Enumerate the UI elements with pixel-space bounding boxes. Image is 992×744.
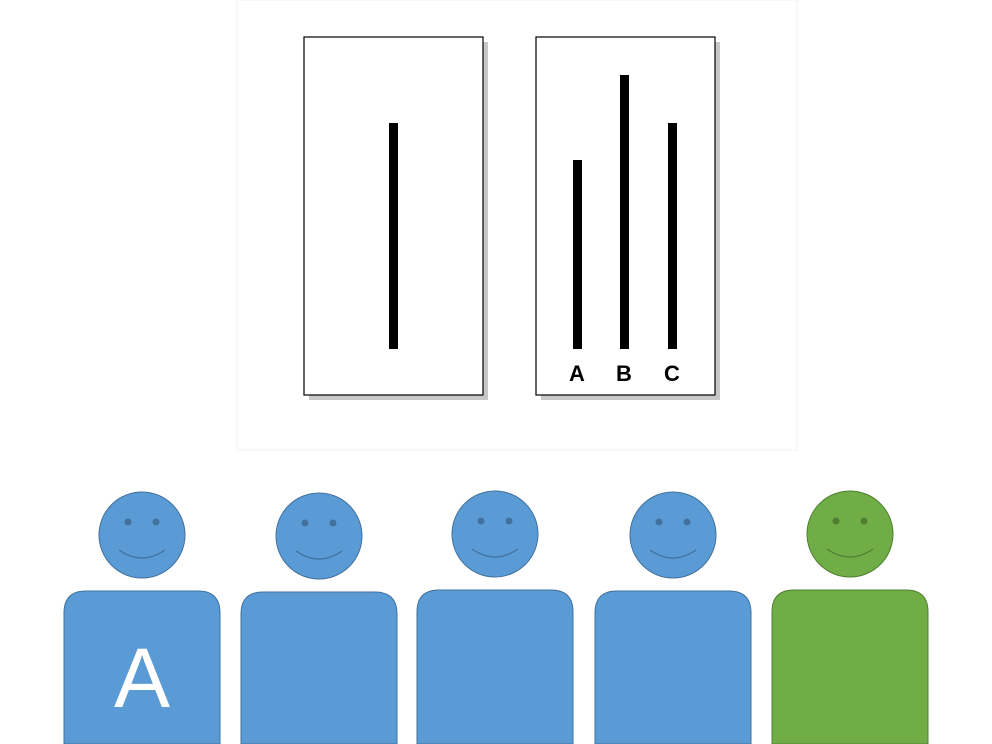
- comparison-line-a: [573, 160, 582, 349]
- comparison-label-b: B: [616, 361, 632, 386]
- person-5-smile: [826, 548, 874, 558]
- person-3-left-eye: [477, 517, 485, 525]
- person-5: [771, 490, 929, 744]
- person-2-left-eye: [301, 519, 309, 527]
- reference-card: [303, 36, 488, 400]
- comparison-label-c: C: [664, 361, 680, 386]
- person-2-right-eye: [329, 519, 337, 527]
- person-4-smile: [649, 549, 697, 559]
- person-5-left-eye: [832, 517, 840, 525]
- person-2-body: [240, 591, 398, 744]
- comparison-line-b: [620, 75, 629, 349]
- person-5-body: [771, 589, 929, 744]
- person-3-body: [416, 589, 574, 744]
- person-1-head: [98, 491, 186, 579]
- person-1-smile: [118, 549, 166, 559]
- person-1-right-eye: [152, 518, 160, 526]
- person-5-head: [806, 490, 894, 578]
- person-4-head: [629, 491, 717, 579]
- person-1: A: [63, 491, 221, 744]
- person-4-left-eye: [655, 518, 663, 526]
- person-4-right-eye: [683, 518, 691, 526]
- person-3-right-eye: [505, 517, 513, 525]
- person-2-smile: [295, 550, 343, 560]
- comparison-card: A B C: [535, 36, 720, 400]
- person-3-head: [451, 490, 539, 578]
- person-1-body: [63, 590, 221, 744]
- person-1-left-eye: [124, 518, 132, 526]
- person-4: [594, 491, 752, 744]
- person-4-body: [594, 590, 752, 744]
- person-2: [240, 492, 398, 744]
- figure-frame: [236, 0, 798, 451]
- reference-line: [389, 123, 398, 349]
- person-3-smile: [471, 548, 519, 558]
- person-5-right-eye: [860, 517, 868, 525]
- person-2-head: [275, 492, 363, 580]
- person-1-letter: A: [114, 631, 170, 725]
- comparison-label-a: A: [569, 361, 585, 386]
- comparison-line-c: [668, 123, 677, 349]
- person-3: [416, 490, 574, 744]
